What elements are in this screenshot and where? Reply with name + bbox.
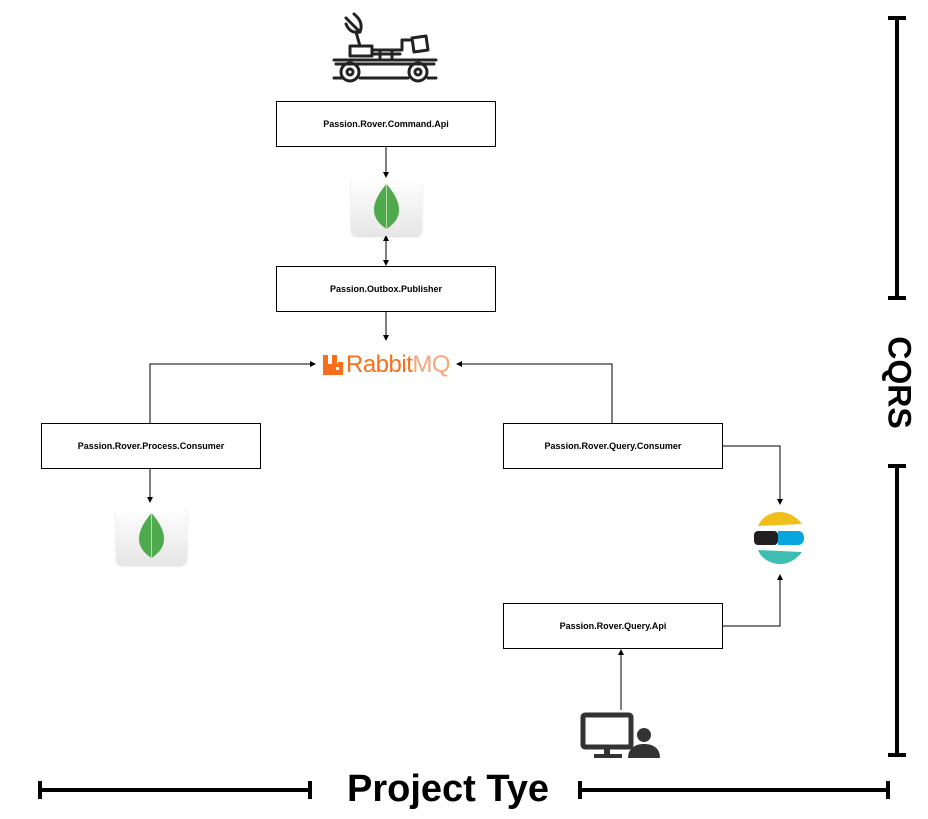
- project-tye-label: Project Tye: [330, 768, 566, 811]
- query-consumer-node: Passion.Rover.Query.Consumer: [503, 423, 723, 469]
- outbox-publisher-node: Passion.Outbox.Publisher: [276, 266, 496, 312]
- rabbitmq-mark: [323, 355, 343, 375]
- project-tye-text: Project Tye: [346, 768, 550, 810]
- cqrs-label: CQRS: [881, 328, 918, 438]
- edge-process-to-rabbit: [149, 361, 316, 423]
- process-consumer-node: Passion.Rover.Process.Consumer: [41, 423, 261, 469]
- mongodb-icon: [116, 507, 187, 565]
- process-consumer-label: Passion.Rover.Process.Consumer: [77, 441, 225, 451]
- edge-query-to-elastic: [722, 445, 783, 505]
- query-api-label: Passion.Rover.Query.Api: [559, 621, 667, 631]
- rabbitmq-text-suffix: MQ: [412, 351, 451, 378]
- cqrs-text: CQRS: [881, 336, 918, 429]
- query-consumer-label: Passion.Rover.Query.Consumer: [544, 441, 682, 451]
- user-workstation-icon: [580, 712, 660, 758]
- mongodb-icon: [351, 178, 422, 236]
- elasticsearch-icon: [754, 512, 804, 564]
- project-bracket: [38, 781, 890, 799]
- command-api-node: Passion.Rover.Command.Api: [276, 101, 496, 147]
- rabbitmq-text-prefix: Rabbit: [346, 351, 413, 378]
- query-api-node: Passion.Rover.Query.Api: [503, 603, 723, 649]
- outbox-publisher-label: Passion.Outbox.Publisher: [329, 284, 443, 294]
- edge-query-to-rabbit: [456, 361, 613, 423]
- rover-icon: [332, 12, 438, 83]
- command-api-label: Passion.Rover.Command.Api: [323, 119, 449, 129]
- edge-queryapi-to-elastic: [722, 574, 783, 627]
- cqrs-bracket: [888, 16, 906, 757]
